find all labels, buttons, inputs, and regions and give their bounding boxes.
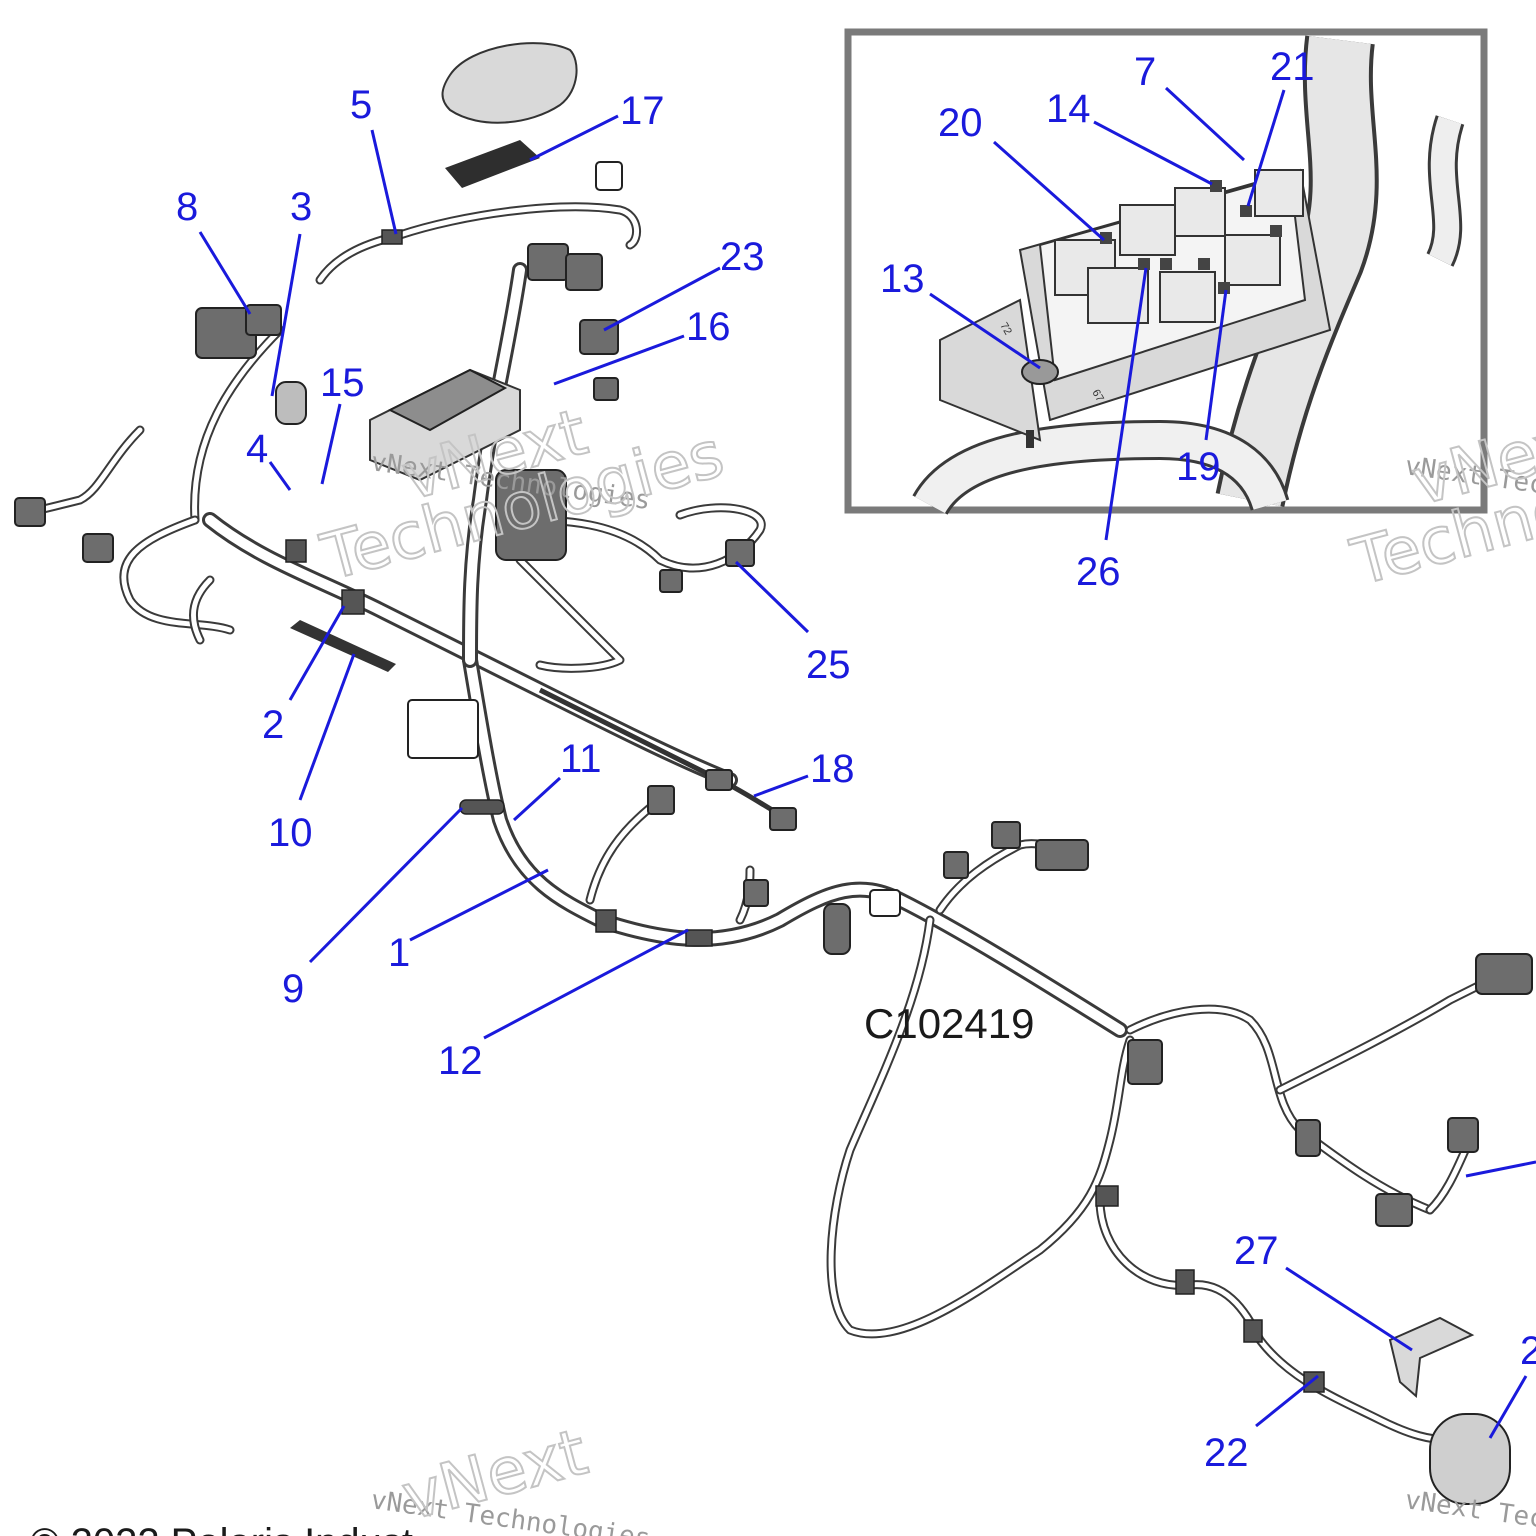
ignition-switch	[495, 469, 567, 561]
fuse-box-side	[939, 298, 1042, 442]
bracket-27	[1388, 1316, 1475, 1399]
callout-27: 27	[1234, 1229, 1279, 1273]
callout-leaders	[198, 114, 1536, 1439]
callout-17: 17	[620, 89, 665, 133]
callout-12: 12	[438, 1039, 483, 1083]
callout-23: 23	[720, 235, 765, 279]
inset-fuse-box-detail: 72 67 20 14 7 21 13 19 26	[844, 28, 1488, 594]
mounting-strap	[290, 620, 396, 672]
callout-15: 15	[320, 361, 365, 405]
callout-4: 4	[246, 427, 268, 471]
connector-left-end	[14, 497, 46, 527]
callout-1: 1	[388, 931, 410, 975]
callout-19: 19	[1176, 445, 1221, 489]
callout-7: 7	[1134, 50, 1156, 94]
callout-2-partial: 2	[1520, 1329, 1536, 1373]
callout-18: 18	[810, 747, 855, 791]
callout-21: 21	[1270, 45, 1315, 89]
copyright-text: © 2022 Polaris Indust	[30, 1521, 413, 1536]
fuse-ports	[1100, 180, 1282, 294]
drawing-id: C102419	[864, 1000, 1034, 1047]
callout-25: 25	[806, 643, 851, 687]
callout-2: 2	[262, 703, 284, 747]
callout-5: 5	[350, 83, 372, 127]
callout-26: 26	[1076, 550, 1121, 594]
callout-13: 13	[880, 257, 925, 301]
callout-9: 9	[282, 967, 304, 1011]
callout-numbers: 5 17 8 3 15 4 23 16 25 2 10 18 11 9 1 12…	[176, 83, 1536, 1475]
fuse-label-a: 72	[997, 321, 1014, 338]
callout-10: 10	[268, 811, 313, 855]
callout-14: 14	[1046, 87, 1091, 131]
relay-label-sheet	[445, 140, 540, 188]
callout-8: 8	[176, 185, 198, 229]
stud-cap	[1021, 359, 1059, 385]
callout-20: 20	[938, 101, 983, 145]
harness-clip	[381, 229, 403, 245]
callout-22: 22	[1204, 1431, 1249, 1475]
callout-3: 3	[290, 185, 312, 229]
fuse-box-cover	[441, 42, 578, 124]
callout-11: 11	[560, 737, 602, 781]
fuse-label-b: 67	[1089, 388, 1106, 405]
relay-cubes	[1054, 169, 1304, 324]
callout-16: 16	[686, 305, 731, 349]
